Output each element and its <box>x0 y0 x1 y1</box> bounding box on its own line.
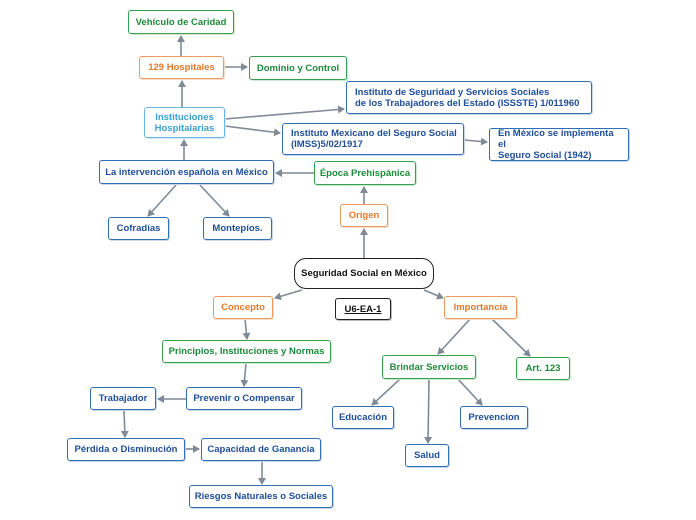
connector-instituciones-imss <box>224 125 281 137</box>
trabajador-node[interactable]: Trabajador <box>90 387 156 410</box>
connector-brindar-salud <box>424 378 433 444</box>
connector-brindar-educacion <box>371 378 401 406</box>
connector-brindar-prevencion <box>457 378 483 406</box>
hospitales-node[interactable]: 129 Hospitales <box>139 56 224 79</box>
montepios-node[interactable]: Montepíos. <box>203 217 272 240</box>
connector-root-importancia <box>423 289 444 300</box>
perdida-disminucion-node[interactable]: Pérdida o Disminución <box>67 438 185 461</box>
principios-node[interactable]: Principios, Instituciones y Normas <box>162 340 331 363</box>
root-node[interactable]: Seguridad Social en México <box>294 258 434 289</box>
connector-importancia-brindar <box>437 318 471 355</box>
cofradias-node[interactable]: Cofradías <box>108 217 169 240</box>
salud-node[interactable]: Salud <box>405 444 449 467</box>
connector-concepto-principios <box>242 318 251 340</box>
prevenir-compensar-node[interactable]: Prevenir o Compensar <box>186 387 302 410</box>
connector-instituciones-issste <box>224 105 345 120</box>
activity-code-node[interactable]: U6-EA-1 <box>335 298 391 320</box>
connector-intervencion-montepios <box>199 184 230 217</box>
connector-root-concepto <box>274 289 303 301</box>
vehiculo-caridad-node[interactable]: Vehículo de Caridad <box>128 10 234 34</box>
connector-imss-implementa <box>463 137 488 146</box>
connector-intervencion-cofradias <box>147 184 177 217</box>
art-123-node[interactable]: Art. 123 <box>516 357 570 380</box>
importancia-node[interactable]: Importancia <box>444 296 517 319</box>
implementa-seguro-node[interactable]: En México se implementa el Seguro Social… <box>489 128 629 161</box>
capacidad-ganancia-node[interactable]: Capacidad de Ganancia <box>201 438 321 461</box>
brindar-servicios-node[interactable]: Brindar Servicios <box>382 355 476 379</box>
epoca-prehispanica-node[interactable]: Época Prehispánica <box>314 161 416 185</box>
connector-trabajador-perdida <box>120 409 129 438</box>
educacion-node[interactable]: Educación <box>332 406 394 429</box>
concepto-node[interactable]: Concepto <box>213 296 273 319</box>
instituciones-hospitalarias-node[interactable]: Instituciones Hospitalarias <box>144 107 225 138</box>
origen-node[interactable]: Origen <box>340 204 388 227</box>
prevencion-node[interactable]: Prevencion <box>460 406 528 429</box>
imss-node[interactable]: Instituto Mexicano del Seguro Social (IM… <box>282 123 464 155</box>
riesgos-node[interactable]: Riesgos Naturales o Sociales <box>189 485 333 508</box>
issste-node[interactable]: Instituto de Seguridad y Servicios Socia… <box>346 81 592 114</box>
connector-principios-prevenir <box>240 362 249 387</box>
connector-importancia-art <box>491 318 531 357</box>
intervencion-espanola-node[interactable]: La intervención española en México <box>99 160 274 184</box>
dominio-control-node[interactable]: Dominio y Control <box>249 56 347 80</box>
